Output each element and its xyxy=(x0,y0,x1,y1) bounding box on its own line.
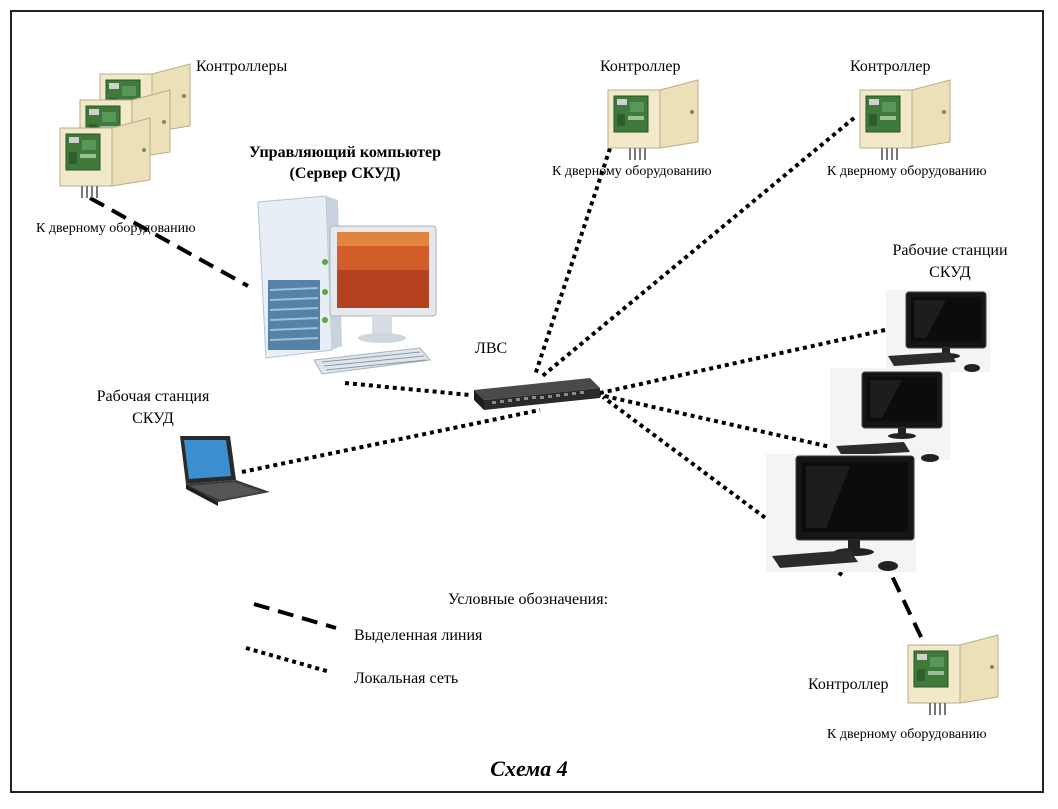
controller-label: Контроллер xyxy=(850,58,931,75)
monitor-icon xyxy=(766,454,916,572)
controller-cabinet-icon xyxy=(859,79,951,161)
legend-local-network-sample xyxy=(245,646,331,674)
controllers-group-label: Контроллеры xyxy=(196,58,288,75)
lan-link-workstation-2 xyxy=(599,393,836,450)
controller-label: Контроллер xyxy=(600,58,681,75)
diagram-frame xyxy=(10,10,1044,793)
controller-label: Контроллер xyxy=(808,676,889,693)
door-equipment-label: К дверному оборудованию xyxy=(552,164,712,179)
dedicated-line-workstation-controller xyxy=(880,554,934,661)
legend-title: Условные обозначения: xyxy=(448,591,609,608)
controller-cabinet-icon xyxy=(907,634,999,716)
server-label-line1: Управляющий компьютер xyxy=(249,144,441,161)
lan-link-server xyxy=(344,381,471,397)
dedicated-line-controllers-server xyxy=(89,196,249,288)
workstations-label-line1: Рабочие станции xyxy=(892,242,1008,259)
network-switch-icon xyxy=(474,378,600,410)
lan-link-workstation-1 xyxy=(599,328,886,395)
door-equipment-label: К дверному оборудованию xyxy=(36,221,196,236)
legend-dedicated-line-sample xyxy=(253,602,337,630)
lan-link-controller-1 xyxy=(533,117,622,376)
controller-cabinet-icon xyxy=(59,63,191,199)
door-equipment-label: К дверному оборудованию xyxy=(827,164,987,179)
legend-dedicated-line-label: Выделенная линия xyxy=(354,627,483,644)
lan-link-controller-2 xyxy=(538,116,856,380)
monitor-icon xyxy=(830,368,950,462)
lan-label: ЛВС xyxy=(475,340,508,357)
door-equipment-label: К дверному оборудованию xyxy=(827,727,987,742)
legend-local-network-label: Локальная сеть xyxy=(354,670,459,687)
workstations-label-line2: СКУД xyxy=(929,264,971,281)
workstation-label-line1: Рабочая станция xyxy=(96,388,210,405)
workstation-label-line2: СКУД xyxy=(132,410,174,427)
controller-cabinet-icon xyxy=(607,79,699,161)
diagram-caption: Схема 4 xyxy=(490,756,568,781)
server-label-line2: (Сервер СКУД) xyxy=(289,165,401,182)
monitor-icon xyxy=(886,290,990,372)
laptop-icon xyxy=(180,436,270,506)
lan-links xyxy=(241,116,886,577)
server-computer-icon xyxy=(257,195,437,375)
lan-link-laptop xyxy=(241,408,541,474)
